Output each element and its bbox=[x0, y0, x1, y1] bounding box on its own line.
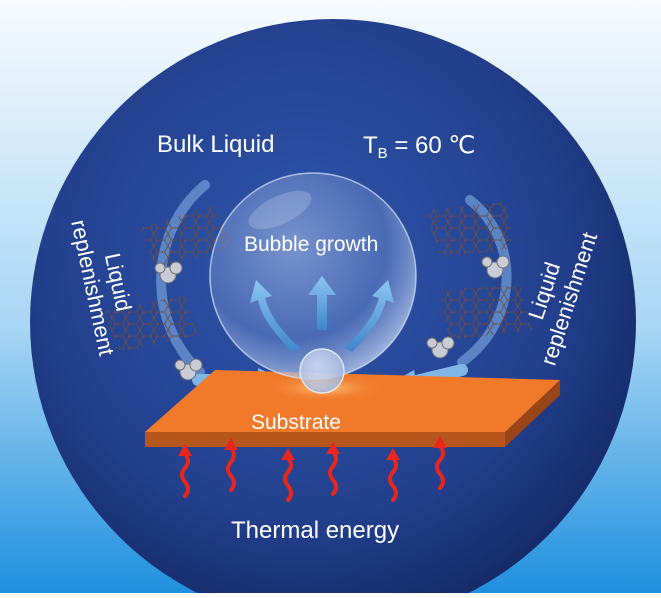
bubble-growth-label: Bubble growth bbox=[244, 233, 379, 256]
graphene-sheet-left-top bbox=[140, 205, 232, 268]
heat-arrows bbox=[180, 444, 445, 502]
temperature-label: TB = 60 ℃ bbox=[363, 131, 475, 162]
temperature-subscript: B bbox=[377, 145, 388, 162]
growth-arrows bbox=[250, 276, 394, 352]
temperature-prefix: T bbox=[363, 132, 378, 159]
particle-clusters bbox=[154, 255, 510, 381]
graphene-sheet-right-bottom bbox=[438, 285, 532, 340]
graphene-sheet-left-bottom bbox=[105, 295, 198, 352]
substrate-label: Substrate bbox=[251, 411, 341, 434]
small-bubble bbox=[299, 348, 345, 394]
graphene-sheet-right-top bbox=[425, 202, 515, 258]
substrate-slab bbox=[145, 370, 560, 447]
thermal-energy-label: Thermal energy bbox=[231, 517, 400, 544]
temperature-value: = 60 ℃ bbox=[387, 132, 476, 159]
heat-arrowheads bbox=[178, 436, 447, 460]
bulk-liquid-label: Bulk Liquid bbox=[157, 131, 275, 158]
